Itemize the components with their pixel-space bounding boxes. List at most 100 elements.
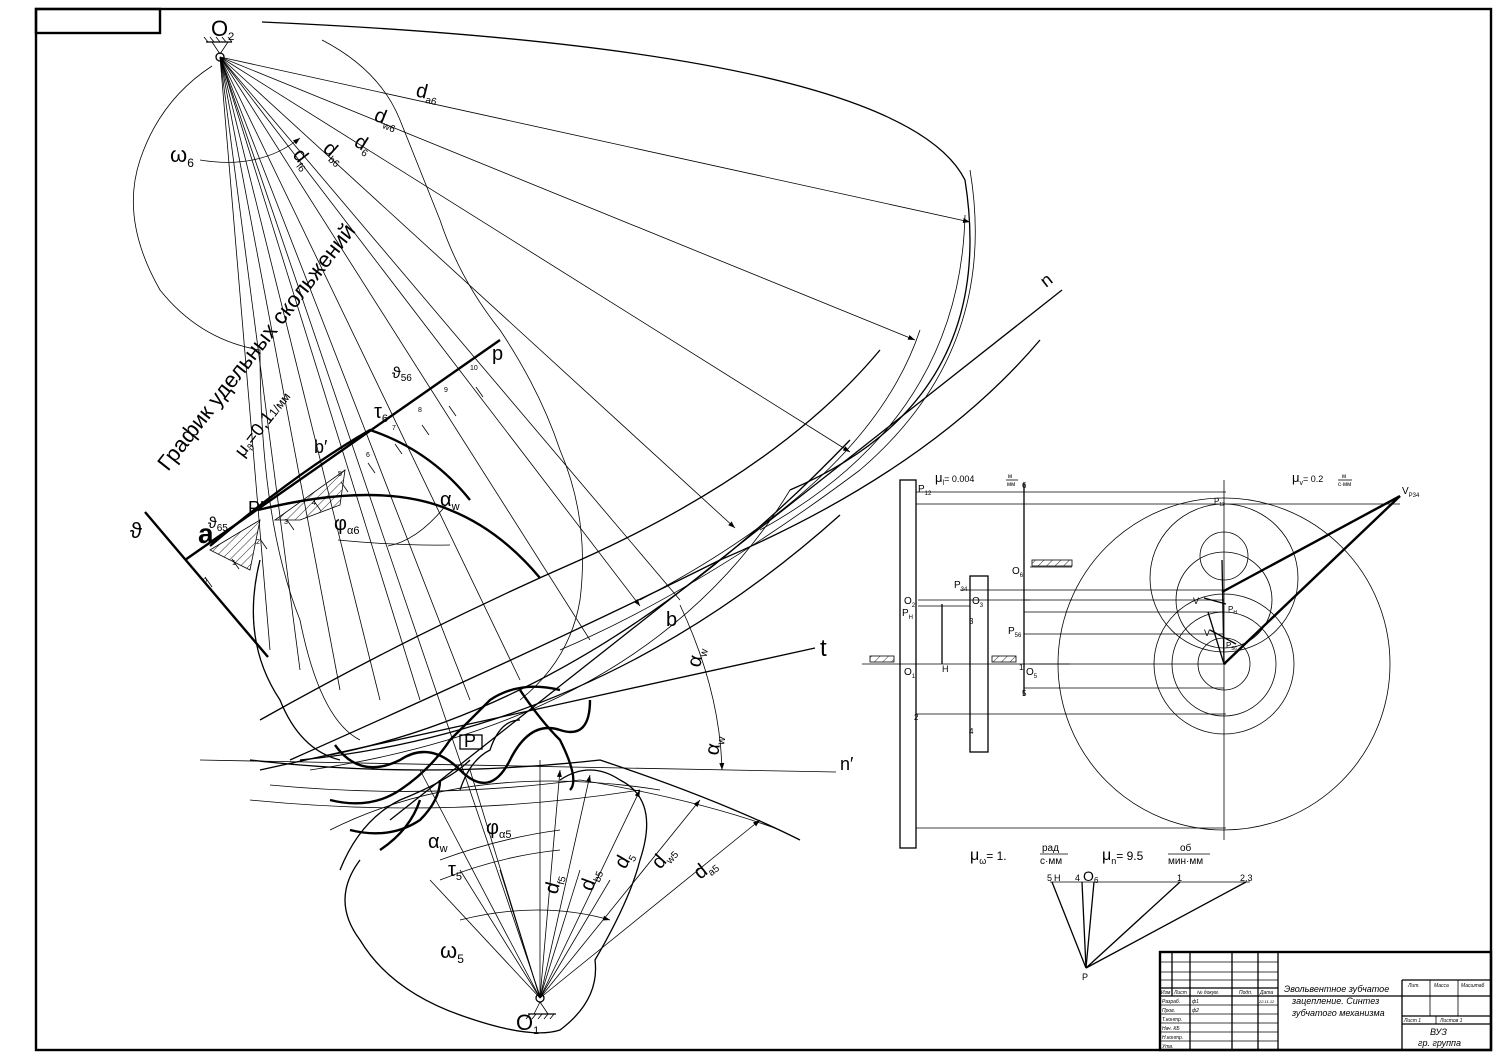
sliding-graph-scale: μϑ=0,11/мм: [230, 387, 295, 462]
velocity-triangle: [1203, 494, 1401, 665]
label-theta-65: ϑ65: [208, 515, 228, 534]
label-O2: O2: [211, 16, 234, 43]
svg-text:6: 6: [366, 452, 370, 459]
link-number-5: 5: [1022, 689, 1027, 698]
label-phi-alpha5: φα5: [486, 817, 511, 841]
svg-text:O: O: [1083, 868, 1094, 884]
omega5-arc: [459, 909, 611, 921]
label-b-prime: b′: [314, 437, 328, 457]
svg-text:22.11.12: 22.11.12: [1258, 999, 1275, 1004]
mu-v-unit-den: с·мм: [1338, 482, 1351, 488]
mu-omega-label: μω= 1.: [970, 847, 1007, 866]
mu-omega-unit-num: рад: [1042, 843, 1059, 854]
dim-lower-1: db5: [576, 865, 606, 895]
mu-v-unit-num: м: [1342, 474, 1346, 480]
radial-lines-lower: [419, 760, 761, 999]
label-n: n: [1036, 269, 1056, 291]
svg-text:H: H: [1054, 873, 1061, 883]
p56-label-right: P56: [1226, 641, 1237, 652]
title-block: Изм Лист № докум. Подп. Дата Разраб. ф1 …: [1158, 950, 1493, 1052]
sheet-corner-stamp: [34, 7, 162, 35]
svg-text:9: 9: [444, 387, 448, 394]
o5-label: O5: [1026, 667, 1038, 680]
svg-text:Лист: Лист: [1173, 990, 1187, 996]
v-small-1: V: [1193, 596, 1199, 606]
alpha-arc-1: [679, 604, 725, 771]
carrier-label: H: [942, 664, 949, 674]
svg-text:P: P: [1082, 972, 1088, 982]
label-b: b: [666, 609, 677, 631]
label-alpha-w-4: αw: [428, 831, 448, 855]
lower-gear-outline: [344, 769, 648, 1034]
theta-scale-labels: 0 1 2 3 4 5 6 7 8 9 10: [203, 365, 478, 585]
svg-text:2: 2: [256, 539, 260, 546]
dim-upper-0: da6: [413, 80, 441, 109]
label-t: t: [820, 635, 827, 662]
link-number-6: 6: [1022, 481, 1027, 490]
svg-text:5: 5: [338, 471, 342, 478]
label-phi-alpha6: φα6: [334, 513, 359, 537]
kinematic-labels: μl= 0.004 м мм μv= 0.2 м с·мм VP34 P12 P…: [902, 470, 1420, 982]
label-P: P: [464, 731, 476, 751]
dim-upper-1: dw6: [370, 104, 402, 135]
sheet-border: [34, 7, 1493, 1052]
meshing-arcs: [249, 439, 851, 841]
o1-label: O1: [904, 667, 916, 680]
svg-text:Разраб.: Разраб.: [1162, 999, 1180, 1005]
svg-text:8: 8: [418, 407, 422, 414]
mu-omega-unit-den: с·мм: [1040, 856, 1062, 867]
support-O2: [203, 36, 233, 62]
involute-curve: [209, 428, 471, 547]
tb-sheet: Лист 1: [1403, 1018, 1421, 1024]
svg-text:Изм: Изм: [1161, 990, 1171, 996]
svg-text:Дата: Дата: [1259, 990, 1273, 996]
phi-arc-lower: [439, 829, 561, 861]
mu-l-unit-num: м: [1008, 474, 1012, 480]
svg-text:10: 10: [470, 365, 478, 372]
mu-v-label: μv= 0.2: [1292, 470, 1323, 487]
mu-n-unit-num: об: [1180, 842, 1192, 854]
phi-arc-upper: [337, 539, 451, 546]
link-number-1: 1: [1019, 663, 1024, 672]
link-number-3: 3: [969, 617, 974, 626]
svg-text:№ докум.: № докум.: [1197, 990, 1219, 996]
mu-l-label: μl= 0.004: [935, 470, 974, 487]
kinematic-scheme: [862, 479, 1401, 969]
upper-gear-outline: [132, 65, 361, 741]
link-number-2: 2: [914, 713, 919, 722]
sliding-hatch-2: [273, 469, 346, 521]
svg-text:Т.контр.: Т.контр.: [1162, 1017, 1182, 1023]
gear-labels: O2 O1 ω6 ω5 da6 dw6 d6 db6 df6 df5 db5 d…: [130, 16, 1056, 1037]
speed-plan-labels: 5 H 4 O 6 1 2,3 P: [1047, 868, 1253, 982]
tb-org: ВУЗ: [1430, 1027, 1447, 1037]
v-small-2: V: [1204, 628, 1210, 638]
o6-label: O6: [1012, 566, 1024, 579]
svg-text:ф2: ф2: [1192, 1008, 1199, 1014]
svg-text:5: 5: [1047, 873, 1052, 883]
title-block-rows: Разраб. ф1 22.11.12 Пров. ф2 Т.контр. На…: [1162, 999, 1275, 1050]
label-p-prime: P′: [248, 498, 264, 518]
label-n-prime: n′: [840, 754, 854, 774]
upper-gear-circles: [259, 21, 1041, 761]
label-tau6: τ6: [374, 401, 388, 425]
theta-scale-ticks: [204, 386, 484, 588]
svg-text:6: 6: [1094, 876, 1099, 885]
omega6-arc: [199, 137, 301, 163]
pH-label-right: PH: [1228, 605, 1237, 616]
tangent-line: [259, 647, 816, 771]
label-p: p: [492, 343, 503, 365]
gear-teeth: [329, 685, 592, 871]
label-theta-56: ϑ56: [392, 365, 412, 384]
svg-text:Утв.: Утв.: [1162, 1044, 1173, 1050]
o3-label: O3: [972, 596, 984, 609]
svg-text:0: 0: [203, 578, 207, 585]
link-number-4: 4: [969, 727, 974, 736]
svg-text:4: 4: [1075, 873, 1080, 883]
title-block-headers: Изм Лист № докум. Подп. Дата: [1161, 990, 1273, 996]
tb-lit: Лит.: [1407, 983, 1420, 989]
svg-text:Подп.: Подп.: [1239, 990, 1252, 996]
svg-text:Нач. КБ: Нач. КБ: [1162, 1026, 1180, 1032]
label-O1: O1: [516, 1010, 539, 1037]
label-omega6: ω6: [170, 142, 194, 170]
